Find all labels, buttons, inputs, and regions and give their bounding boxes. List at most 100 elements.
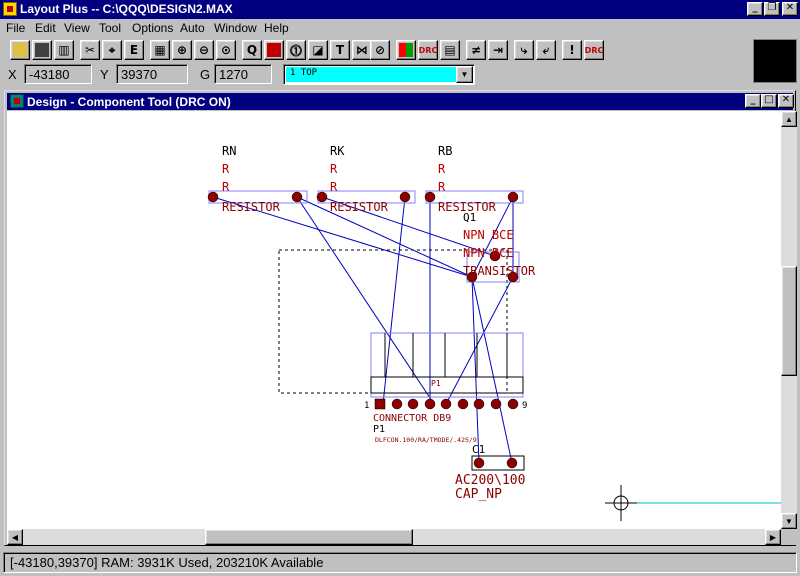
app-icon[interactable] <box>3 2 17 16</box>
layer-dropdown[interactable]: 1 TOP ▼ <box>283 64 475 85</box>
zoom-in-icon[interactable]: ⊕ <box>172 40 192 60</box>
text-tool-icon[interactable]: T <box>330 40 350 60</box>
p1-pin-1-label: 1 <box>364 401 369 411</box>
scroll-right-icon[interactable]: ▶ <box>765 529 781 545</box>
save-icon[interactable] <box>32 40 52 60</box>
q1-value: NPN BCE <box>463 228 514 242</box>
current-color-swatch[interactable] <box>753 39 797 83</box>
component-tool-icon[interactable] <box>264 40 284 60</box>
x-label: X <box>8 67 17 82</box>
menu-help[interactable]: Help <box>264 21 289 35</box>
menu-tool[interactable]: Tool <box>99 21 122 35</box>
q1-body: TRANSISTOR <box>463 264 536 278</box>
design-close-button[interactable]: ✕ <box>778 94 794 108</box>
p1-footprint: DLFCON.100/RA/TMODE/.425/9 <box>375 436 477 444</box>
crosshair-circle <box>613 495 629 511</box>
error-tool-icon[interactable]: ⊘ <box>370 40 390 60</box>
rb-value-2: R <box>438 180 446 194</box>
rb-value: R <box>438 162 446 176</box>
c1-ref: C1 <box>472 443 485 456</box>
menu-edit[interactable]: Edit <box>35 21 56 35</box>
zoom-all-icon[interactable]: ⊙ <box>216 40 236 60</box>
p1-pin-9-label: 9 <box>522 401 527 411</box>
cut-icon[interactable]: ✂ <box>80 40 100 60</box>
color-rule-icon[interactable] <box>396 40 416 60</box>
horizontal-scroll-thumb[interactable] <box>205 529 413 545</box>
app-title-bar: Layout Plus -- C:\QQQ\DESIGN2.MAX _ ❐ ✕ <box>0 0 800 19</box>
pcb-canvas[interactable]: RN R R RESISTOR RK R R RESISTOR RB R R R… <box>7 111 781 529</box>
pcb-drawing[interactable]: RN R R RESISTOR RK R R RESISTOR RB R R R… <box>7 111 781 529</box>
design-window: Design - Component Tool (DRC ON) _ □ ✕ <box>4 90 797 546</box>
menu-options[interactable]: Options <box>132 21 174 35</box>
rn-value-2: R <box>222 180 230 194</box>
g-label: G <box>200 67 211 82</box>
grid-field: 1270 <box>214 64 272 84</box>
vertical-scroll-thumb[interactable] <box>781 266 797 376</box>
restore-button[interactable]: ❐ <box>764 2 780 16</box>
y-label: Y <box>100 67 109 82</box>
edit-e-icon[interactable]: E <box>124 40 144 60</box>
menu-window[interactable]: Window <box>214 21 257 35</box>
menu-auto[interactable]: Auto <box>180 21 205 35</box>
drc-check-icon[interactable]: DRC <box>584 40 604 60</box>
design-title-bar: Design - Component Tool (DRC ON) _ □ ✕ <box>7 93 794 110</box>
status-text: [-43180,39370] RAM: 3931K Used, 203210K … <box>3 552 797 573</box>
spreadsheet-icon[interactable]: ▦ <box>150 40 170 60</box>
rb-ref: RB <box>438 144 452 158</box>
binoculars-icon[interactable]: ⌖ <box>102 40 122 60</box>
p1-ref: P1 <box>373 424 385 435</box>
c1-outline[interactable] <box>471 455 525 471</box>
rn-ref: RN <box>222 144 236 158</box>
c1-value: AC200\100 <box>455 473 525 488</box>
vertical-scrollbar[interactable]: ▲ ▼ <box>781 111 797 529</box>
c1-body: CAP_NP <box>455 487 502 502</box>
rn-value: R <box>222 162 230 176</box>
horizontal-scrollbar[interactable]: ◀ ▶ <box>7 529 781 545</box>
y-coordinate-field: 39370 <box>116 64 188 84</box>
chevron-down-icon[interactable]: ▼ <box>456 66 473 83</box>
menu-view[interactable]: View <box>64 21 90 35</box>
connection-tool-icon[interactable]: ⋈ <box>352 40 372 60</box>
p1-body: CONNECTOR DB9 <box>373 413 451 424</box>
scroll-up-icon[interactable]: ▲ <box>781 111 797 127</box>
design-maximize-button[interactable]: □ <box>761 94 777 108</box>
scroll-corner <box>781 529 797 545</box>
rk-value-2: R <box>330 180 338 194</box>
alert-icon[interactable]: ! <box>562 40 582 60</box>
rk-body: RESISTOR <box>330 200 389 214</box>
pin-tool-icon[interactable]: ⓵ <box>286 40 306 60</box>
report-icon[interactable]: ▥ <box>54 40 74 60</box>
autoroute-icon[interactable]: ⤶ <box>536 40 556 60</box>
online-drc-icon[interactable]: ▤ <box>440 40 460 60</box>
app-title: Layout Plus -- C:\QQQ\DESIGN2.MAX <box>20 2 233 16</box>
obstacle-tool-icon[interactable]: ◪ <box>308 40 328 60</box>
menu-file[interactable]: File <box>6 21 26 35</box>
q1-value-2: NPN BCE <box>463 246 514 260</box>
menu-bar: File Edit View Tool Options Auto Window … <box>0 19 800 38</box>
rb-body: RESISTOR <box>438 200 497 214</box>
rk-ref: RK <box>330 144 345 158</box>
drc-box-icon[interactable]: DRC <box>418 40 438 60</box>
minimize-button[interactable]: _ <box>747 2 763 16</box>
close-button[interactable]: ✕ <box>782 2 798 16</box>
p1-inner-label: P1 <box>431 379 441 388</box>
reconnect-icon[interactable]: ≠ <box>466 40 486 60</box>
x-coordinate-field: -43180 <box>24 64 92 84</box>
scroll-left-icon[interactable]: ◀ <box>7 529 23 545</box>
design-minimize-button[interactable]: _ <box>745 94 761 108</box>
status-bar: [-43180,39370] RAM: 3931K Used, 203210K … <box>0 549 800 576</box>
p1-connector-body[interactable] <box>370 332 524 398</box>
scroll-down-icon[interactable]: ▼ <box>781 513 797 529</box>
open-folder-icon[interactable] <box>10 40 30 60</box>
board-outline[interactable] <box>278 249 508 394</box>
pads[interactable] <box>207 191 519 469</box>
design-window-icon[interactable] <box>10 94 24 108</box>
q1-ref: Q1 <box>463 211 476 224</box>
rk-value: R <box>330 162 338 176</box>
route-icon[interactable]: ⤷ <box>514 40 534 60</box>
ratsnest-lines <box>212 196 514 464</box>
shove-icon[interactable]: ⇥ <box>488 40 508 60</box>
zoom-out-icon[interactable]: ⊖ <box>194 40 214 60</box>
layer-value: 1 TOP <box>286 67 456 82</box>
query-icon[interactable]: Q <box>242 40 262 60</box>
